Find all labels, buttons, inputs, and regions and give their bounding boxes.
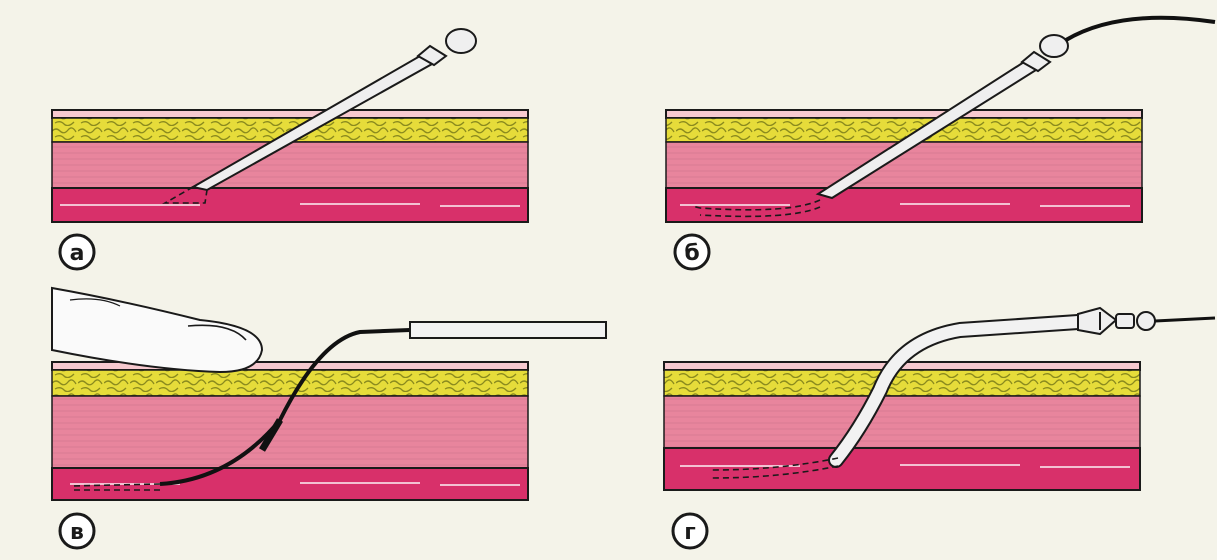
panel-label-d-text: г — [684, 520, 696, 545]
muscle-layer — [664, 396, 1140, 448]
catheter-icon — [410, 322, 606, 338]
muscle-layer — [52, 142, 528, 188]
fat-layer — [52, 370, 528, 396]
tissue-layers-d — [664, 362, 1140, 490]
panel-label-b-text: б — [684, 241, 699, 266]
panel-label-c: в — [60, 514, 94, 548]
tissue-layers-b — [666, 110, 1142, 222]
panel-label-d: г — [673, 514, 707, 548]
fat-layer — [664, 370, 1140, 396]
panel-label-c-text: в — [70, 520, 84, 545]
panel-label-a-text: а — [70, 241, 85, 266]
skin-layer — [52, 110, 528, 118]
skin-layer — [666, 110, 1142, 118]
tissue-layers-a — [52, 110, 528, 222]
panel-label-a: а — [60, 235, 94, 269]
muscle-layer — [52, 396, 528, 468]
panel-label-b: б — [675, 235, 709, 269]
tissue-layers-c — [52, 362, 528, 500]
